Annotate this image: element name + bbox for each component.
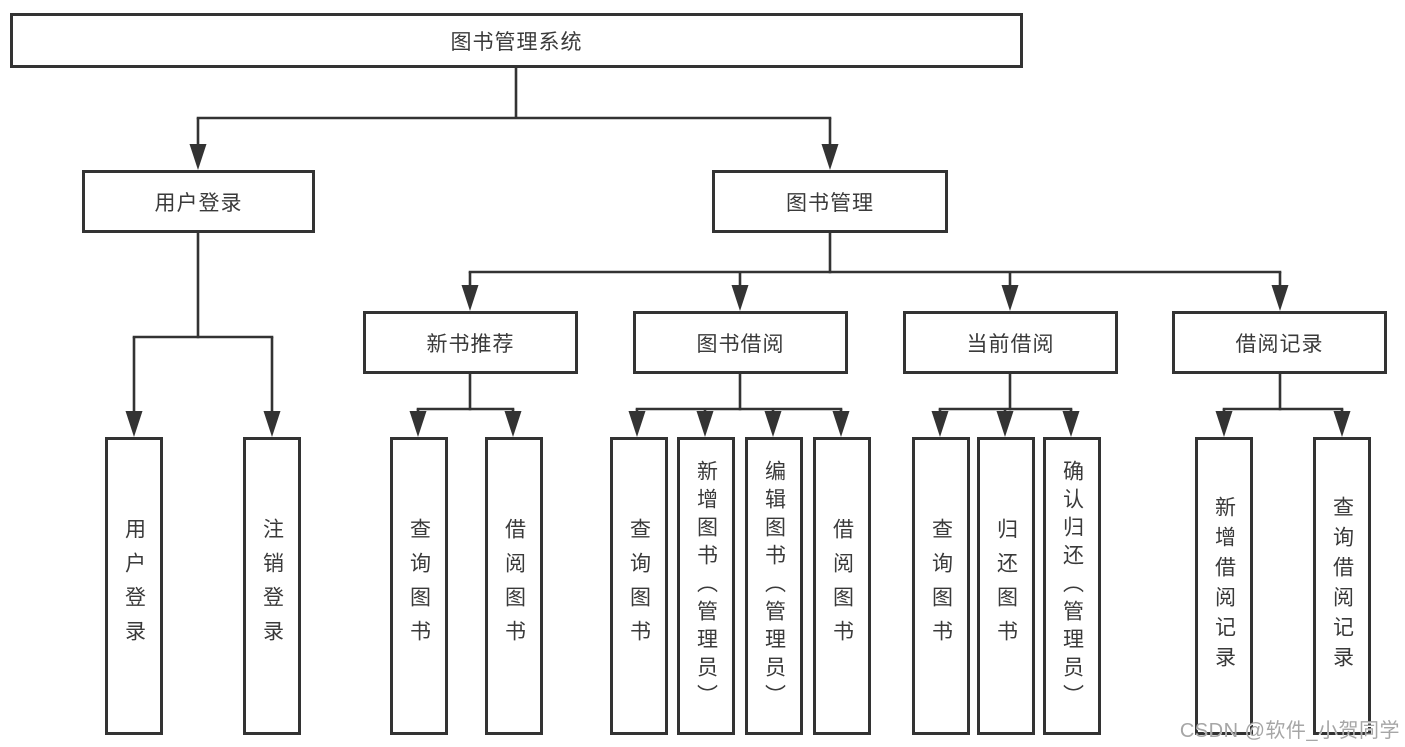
node-current-borrowing: 当前借阅 bbox=[903, 311, 1118, 374]
node-leaf-return-books: 归还图书 bbox=[977, 437, 1035, 735]
node-book-borrowing: 图书借阅 bbox=[633, 311, 848, 374]
node-leaf-query-books-rec: 查询图书 bbox=[390, 437, 448, 735]
leaf-label: 查询图书 bbox=[627, 518, 651, 654]
node-leaf-user-login: 用户登录 bbox=[105, 437, 163, 735]
node-new-book-recommendation: 新书推荐 bbox=[363, 311, 578, 374]
node-leaf-query-books-current: 查询图书 bbox=[912, 437, 970, 735]
leaf-label: 新增图书（管理员） bbox=[694, 460, 718, 712]
leaf-label: 查询借阅记录 bbox=[1330, 496, 1354, 676]
node-borrowing-records: 借阅记录 bbox=[1172, 311, 1387, 374]
leaf-label: 确认归还（管理员） bbox=[1060, 460, 1084, 712]
node-leaf-add-books-admin: 新增图书（管理员） bbox=[677, 437, 735, 735]
leaf-label: 归还图书 bbox=[994, 518, 1018, 654]
node-user-login: 用户登录 bbox=[82, 170, 315, 233]
node-leaf-confirm-return-admin: 确认归还（管理员） bbox=[1043, 437, 1101, 735]
leaf-label: 查询图书 bbox=[929, 518, 953, 654]
node-library-management-system: 图书管理系统 bbox=[10, 13, 1023, 68]
csdn-watermark: CSDN @软件_小贺同学 bbox=[1179, 720, 1400, 742]
leaf-label: 编辑图书（管理员） bbox=[762, 460, 786, 712]
node-leaf-query-borrow-record: 查询借阅记录 bbox=[1313, 437, 1371, 735]
node-leaf-borrow-books: 借阅图书 bbox=[813, 437, 871, 735]
leaf-label: 新增借阅记录 bbox=[1212, 496, 1236, 676]
node-leaf-query-books-borrow: 查询图书 bbox=[610, 437, 668, 735]
leaf-label: 借阅图书 bbox=[502, 518, 526, 654]
node-leaf-logout: 注销登录 bbox=[243, 437, 301, 735]
node-book-management: 图书管理 bbox=[712, 170, 948, 233]
node-leaf-add-borrow-record: 新增借阅记录 bbox=[1195, 437, 1253, 735]
node-leaf-edit-books-admin: 编辑图书（管理员） bbox=[745, 437, 803, 735]
leaf-label: 用户登录 bbox=[122, 518, 146, 654]
leaf-label: 借阅图书 bbox=[830, 518, 854, 654]
leaf-label: 查询图书 bbox=[407, 518, 431, 654]
node-leaf-borrow-books-rec: 借阅图书 bbox=[485, 437, 543, 735]
leaf-label: 注销登录 bbox=[260, 518, 284, 654]
